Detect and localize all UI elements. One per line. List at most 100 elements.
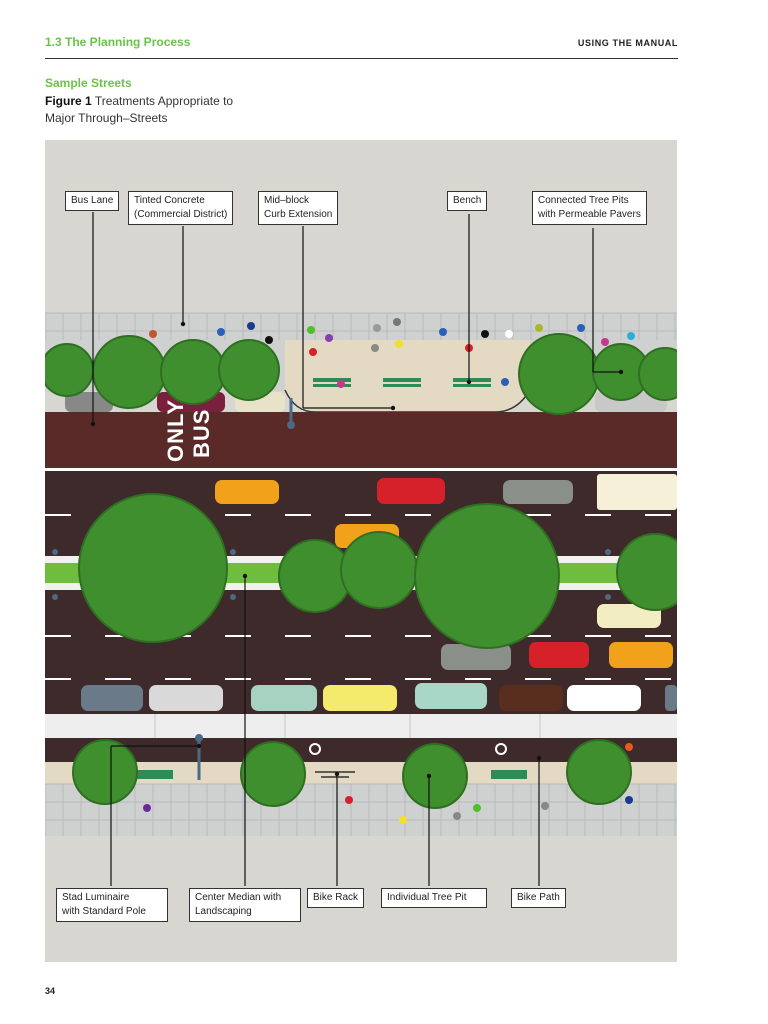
bench bbox=[383, 384, 421, 387]
car bbox=[503, 480, 573, 504]
lower-sidewalk-grid bbox=[45, 783, 677, 836]
cyclist-icon bbox=[625, 743, 633, 751]
bench bbox=[491, 770, 527, 779]
lane-dash bbox=[45, 678, 71, 680]
lane-dash bbox=[165, 678, 191, 680]
truck bbox=[597, 474, 677, 510]
luminaire-pole bbox=[605, 549, 611, 555]
pedestrian-icon bbox=[501, 378, 509, 386]
figure-label: Figure 1 bbox=[45, 94, 92, 108]
street-tree bbox=[92, 335, 166, 409]
parking-buffer bbox=[45, 714, 677, 738]
lane-dash bbox=[345, 635, 371, 637]
callout-tinted-concrete: Tinted Concrete (Commercial District) bbox=[128, 191, 234, 225]
car bbox=[377, 478, 445, 504]
lane-dash bbox=[405, 635, 431, 637]
pedestrian-icon bbox=[373, 324, 381, 332]
bike-symbol-icon bbox=[495, 743, 507, 755]
street-plan-figure: ONLY BUS bbox=[45, 140, 677, 962]
bike-symbol-icon bbox=[309, 743, 321, 755]
section-title: Sample Streets bbox=[45, 76, 132, 90]
lane-dash bbox=[585, 678, 611, 680]
lane-dash bbox=[105, 678, 131, 680]
pedestrian-icon bbox=[247, 322, 255, 330]
tree-pit-tree bbox=[402, 743, 468, 809]
street-tree bbox=[160, 339, 226, 405]
pedestrian-icon bbox=[481, 330, 489, 338]
pedestrians bbox=[143, 318, 635, 824]
pedestrian-icon bbox=[265, 336, 273, 344]
lane-dash bbox=[525, 678, 551, 680]
luminaire-pole bbox=[230, 549, 236, 555]
lane-dash bbox=[645, 635, 671, 637]
leader-dots bbox=[90, 321, 624, 779]
lane-dash bbox=[405, 678, 431, 680]
street-tree bbox=[218, 339, 280, 401]
pedestrian-icon bbox=[309, 348, 317, 356]
pedestrian-icon bbox=[345, 796, 353, 804]
lane-dash bbox=[465, 678, 491, 680]
figure-caption: Figure 1 Treatments Appropriate to Major… bbox=[45, 93, 265, 127]
buffer-joints bbox=[154, 714, 541, 738]
callout-bike-path: Bike Path bbox=[511, 888, 566, 908]
callout-individual-tree-pit: Individual Tree Pit bbox=[381, 888, 487, 908]
bench-group bbox=[313, 378, 491, 387]
parked-car bbox=[415, 683, 487, 709]
bike-rack bbox=[315, 771, 355, 778]
pedestrian-icon bbox=[577, 324, 585, 332]
parked-car bbox=[567, 685, 641, 711]
lane-dash bbox=[285, 514, 311, 516]
parked-car bbox=[251, 685, 317, 711]
header-chapter-title: USING THE MANUAL bbox=[577, 38, 678, 48]
car bbox=[529, 642, 589, 668]
taxi bbox=[609, 642, 673, 668]
street-plan-illustration: ONLY BUS bbox=[45, 212, 677, 886]
pedestrian-icon bbox=[625, 796, 633, 804]
bench bbox=[453, 384, 491, 387]
lane-dash bbox=[45, 635, 71, 637]
bench bbox=[313, 384, 351, 387]
tree-pit-tree bbox=[240, 741, 306, 807]
header-divider bbox=[45, 58, 678, 59]
bike-symbols bbox=[309, 743, 633, 755]
pedestrian-icon bbox=[627, 332, 635, 340]
median-tree bbox=[414, 503, 560, 649]
callout-mid-block-curb-extension: Mid–block Curb Extension bbox=[258, 191, 339, 225]
callout-leader-lines bbox=[92, 212, 621, 886]
parked-car bbox=[665, 685, 677, 711]
pedestrian-icon bbox=[149, 330, 157, 338]
lane-dash bbox=[345, 514, 371, 516]
lane-dash bbox=[345, 678, 371, 680]
luminaire-head bbox=[195, 734, 203, 742]
tree-pit-tree bbox=[72, 739, 138, 805]
car bbox=[597, 604, 661, 628]
header-section-title: 1.3 The Planning Process bbox=[45, 35, 191, 49]
street-tree bbox=[45, 343, 94, 397]
bench bbox=[383, 378, 421, 382]
luminaire-pole bbox=[52, 594, 58, 600]
pedestrian-icon bbox=[439, 328, 447, 336]
lane-dash bbox=[225, 635, 251, 637]
bus-lane-marking-only: ONLY bbox=[163, 399, 188, 462]
luminaire-pole bbox=[52, 549, 58, 555]
street-tree bbox=[638, 347, 677, 401]
bench bbox=[137, 770, 173, 779]
car bbox=[441, 644, 511, 670]
curb-extension bbox=[285, 340, 530, 412]
median-tree bbox=[278, 539, 352, 613]
pedestrian-icon bbox=[453, 812, 461, 820]
lane-dash bbox=[225, 678, 251, 680]
parked-car bbox=[65, 392, 113, 412]
lane-dash bbox=[645, 678, 671, 680]
parked-car bbox=[323, 685, 397, 711]
pedestrian-icon bbox=[473, 804, 481, 812]
callout-bike-rack: Bike Rack bbox=[307, 888, 365, 908]
callout-bench: Bench bbox=[447, 191, 488, 211]
figure-caption-text: Treatments Appropriate to Major Through–… bbox=[45, 94, 234, 125]
lower-benches bbox=[137, 770, 527, 779]
lane-dash bbox=[585, 514, 611, 516]
median-tree bbox=[340, 531, 418, 609]
bus-lane-luminaire-head bbox=[287, 421, 295, 429]
pedestrian-icon bbox=[399, 816, 407, 824]
bench bbox=[453, 378, 491, 382]
